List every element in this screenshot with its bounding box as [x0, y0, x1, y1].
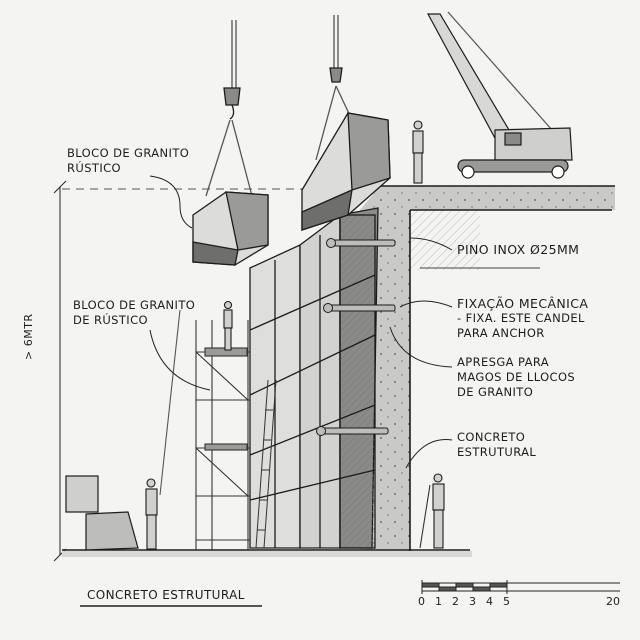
stacked-blocks	[65, 475, 139, 551]
worker-scaffold	[223, 300, 233, 351]
worker-ground-left	[145, 309, 181, 550]
scale-tick-1: 1	[435, 595, 442, 608]
suspended-granite-block-left	[192, 20, 269, 266]
worker-ground-right	[419, 473, 445, 549]
scale-tick-0: 0	[418, 595, 425, 608]
worker-top	[412, 120, 424, 184]
label-concreto-estrutural-right: CONCRETO ESTRUTURAL	[457, 430, 537, 459]
label-fixacao-mecanica: FIXAÇÃO MECÂNICA - FIXA. ESTE CANDEL PAR…	[457, 296, 589, 340]
label-concreto-estrutural-bottom: CONCRETO ESTRUTURAL	[87, 588, 245, 602]
label-apresga: APRESGA PARA MAGOS DE LLOCOS DE GRANITO	[457, 355, 576, 399]
ground-strip	[62, 551, 472, 557]
scale-tick-4: 4	[486, 595, 493, 608]
concrete-wall	[360, 185, 615, 552]
label-pino-inox: PINO INOX Ø25mm	[457, 242, 580, 257]
scale-tick-2: 2	[452, 595, 459, 608]
leader-lines	[149, 175, 453, 469]
label-bloco-granito-de-rustico: BLOCO DE GRANITO DE RÚSTICO	[73, 298, 196, 327]
scale-tick-20: 20	[606, 595, 620, 608]
height-dimension	[53, 180, 67, 562]
scaffolding	[195, 320, 250, 550]
label-bloco-granito-rustico: BLOCO DE GRANITO RÚSTICO	[67, 146, 190, 175]
granite-wall	[249, 207, 379, 549]
scale-bar	[421, 580, 620, 594]
label-height-dimension: > 6MTR	[22, 313, 35, 360]
stainless-pins	[316, 238, 396, 436]
ladder	[255, 379, 277, 549]
scale-tick-3: 3	[469, 595, 476, 608]
suspended-granite-block-right	[301, 15, 391, 231]
crawler-crane	[426, 11, 573, 179]
scale-tick-5: 5	[503, 595, 510, 608]
